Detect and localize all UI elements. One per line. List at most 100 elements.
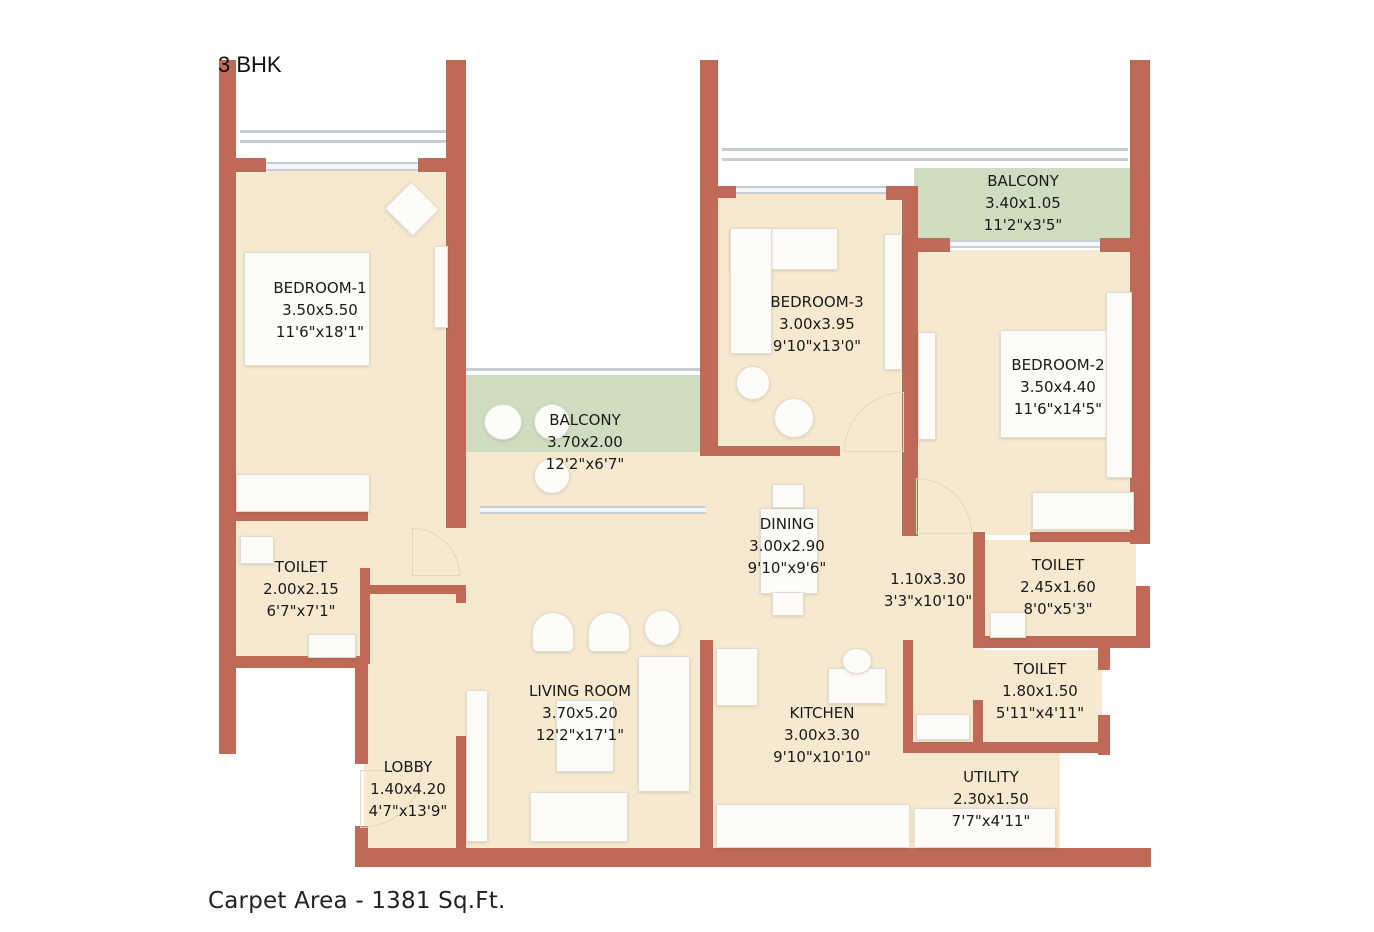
balcony-2-floor [914, 168, 1130, 240]
bedroom-1-railing [240, 130, 446, 133]
room-size-metric: 3.50x4.40 [1020, 378, 1096, 396]
bedroom-1-window [266, 162, 418, 171]
room-name: BEDROOM-1 [273, 279, 367, 297]
washbasin [916, 714, 970, 740]
room-size-imperial: 12'2"x17'1" [535, 726, 625, 744]
side-table [434, 246, 448, 328]
wall [973, 700, 983, 748]
room-size-metric: 3.00x3.30 [784, 726, 860, 744]
balcony-chair [484, 404, 522, 440]
kitchen-table [828, 668, 886, 704]
room-size-imperial: 11'6"x14'5" [1013, 400, 1103, 418]
room-label-bedroom-1: BEDROOM-1 3.50x5.50 11'6"x18'1" [273, 277, 366, 343]
room-name: BALCONY [549, 411, 621, 429]
room-size-imperial: 9'10"x9'6" [747, 559, 827, 577]
room-label-balcony-1: BALCONY 3.70x2.00 12'2"x6'7" [546, 409, 625, 475]
room-label-utility: UTILITY 2.30x1.50 7'7"x4'11" [952, 766, 1031, 832]
wall [418, 158, 448, 172]
armchair [588, 612, 630, 652]
room-size-imperial: 6'7"x7'1" [266, 602, 336, 620]
room-label-dining: DINING 3.00x2.90 9'10"x9'6" [748, 513, 827, 579]
wc [240, 536, 274, 564]
room-size-imperial: 11'2"x3'5" [983, 216, 1063, 234]
plan-title: 3 BHK [218, 52, 282, 77]
wall [355, 666, 368, 764]
room-name: BEDROOM-2 [1011, 356, 1105, 374]
room-size-metric: 2.00x2.15 [263, 580, 339, 598]
toilet-3-floor [976, 650, 1102, 746]
bedroom-3-window [736, 186, 886, 194]
wall [708, 446, 840, 456]
room-label-passage: 1.10x3.30 3'3"x10'10" [884, 568, 972, 612]
tv-unit [466, 690, 488, 842]
wall [368, 585, 466, 594]
room-label-toilet-2: TOILET 2.45x1.60 8'0"x5'3" [1020, 554, 1096, 620]
wall [360, 568, 370, 664]
armchair [532, 612, 574, 652]
room-size-metric: 3.40x1.05 [985, 194, 1061, 212]
balcony-1-sliding-door [480, 506, 706, 514]
dining-table [760, 508, 818, 594]
room-label-living-room: LIVING ROOM 3.70x5.20 12'2"x17'1" [529, 680, 631, 746]
room-size-metric: 1.40x4.20 [370, 780, 446, 798]
wall [903, 640, 913, 750]
room-size-imperial: 11'6"x18'1" [275, 323, 365, 341]
room-size-imperial: 9'10"x10'10" [773, 748, 871, 766]
room-size-metric: 3.00x2.90 [749, 537, 825, 555]
room-size-imperial: 3'3"x10'10" [883, 592, 973, 610]
carpet-area-caption: Carpet Area - 1381 Sq.Ft. [208, 888, 506, 914]
wall [236, 158, 266, 172]
bed [730, 228, 772, 354]
balcony-1-railing [466, 368, 706, 371]
room-size-metric: 2.30x1.50 [953, 790, 1029, 808]
room-size-metric: 3.00x3.95 [779, 315, 855, 333]
room-label-toilet-1: TOILET 2.00x2.15 6'7"x7'1" [263, 556, 339, 622]
chair [774, 398, 814, 438]
upper-railing [722, 148, 1128, 151]
room-name: TOILET [1031, 556, 1085, 574]
side-table [644, 610, 680, 646]
room-label-lobby: LOBBY 1.40x4.20 4'7"x13'9" [369, 756, 448, 822]
room-size-metric: 1.10x3.30 [890, 570, 966, 588]
wardrobe [236, 474, 370, 512]
room-label-kitchen: KITCHEN 3.00x3.30 9'10"x10'10" [773, 702, 871, 768]
room-label-bedroom-3: BEDROOM-3 3.00x3.95 9'10"x13'0" [770, 291, 863, 357]
wardrobe [918, 332, 936, 440]
wall [973, 532, 985, 640]
wall [1030, 532, 1134, 542]
room-size-imperial: 4'7"x13'9" [368, 802, 448, 820]
room-label-toilet-3: TOILET 1.80x1.50 5'11"x4'11" [996, 658, 1084, 724]
room-name: BALCONY [987, 172, 1059, 190]
wall [236, 512, 368, 521]
room-label-balcony-2: BALCONY 3.40x1.05 11'2"x3'5" [984, 170, 1063, 236]
room-name: TOILET [274, 558, 328, 576]
room-size-imperial: 9'10"x13'0" [772, 337, 862, 355]
room-name: BEDROOM-3 [770, 293, 864, 311]
coffee-table [556, 700, 614, 772]
balcony-chair [534, 404, 570, 440]
room-size-imperial: 12'2"x6'7" [545, 455, 625, 473]
room-name: UTILITY [963, 768, 1019, 786]
kitchen-counter [716, 804, 910, 848]
room-size-imperial: 7'7"x4'11" [951, 812, 1031, 830]
wall [1098, 646, 1110, 670]
wall [355, 848, 1151, 867]
room-name: TOILET [1013, 660, 1067, 678]
wall [219, 60, 236, 754]
sofa [638, 656, 690, 792]
dining-chair [772, 592, 804, 616]
wall [903, 742, 1110, 753]
room-name: LIVING ROOM [528, 682, 632, 700]
room-size-metric: 3.50x5.50 [282, 301, 358, 319]
wall [914, 238, 950, 252]
bedroom-2-balcony-door [950, 240, 1100, 248]
wall [232, 656, 368, 668]
wall [1100, 238, 1134, 252]
refrigerator [716, 648, 758, 706]
chair [842, 648, 872, 674]
sofa [530, 792, 628, 842]
wall [902, 186, 918, 536]
room-size-metric: 2.45x1.60 [1020, 578, 1096, 596]
wall [973, 636, 1150, 648]
room-size-imperial: 8'0"x5'3" [1023, 600, 1093, 618]
